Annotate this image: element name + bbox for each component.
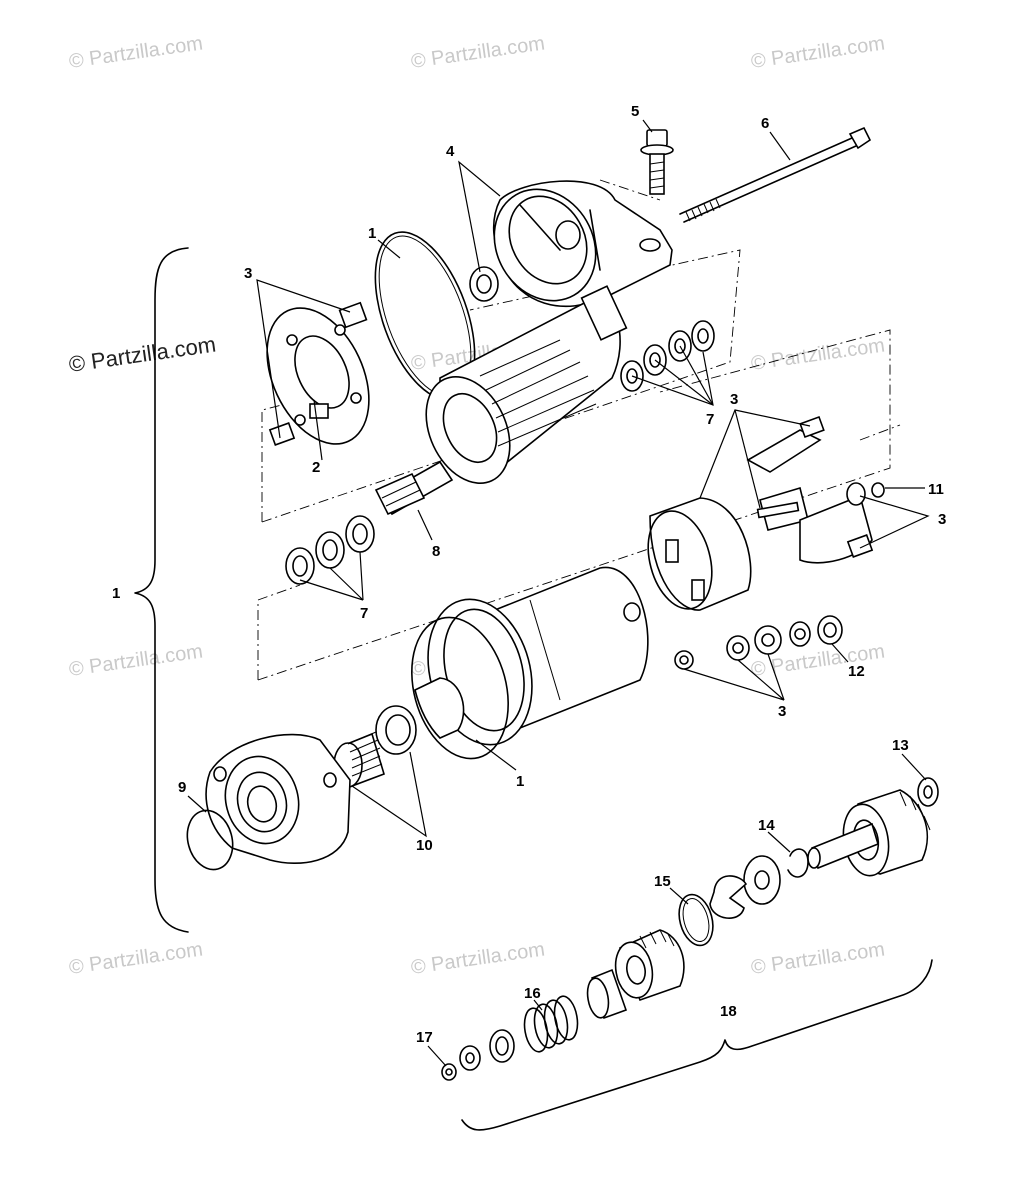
callout-3: 3 bbox=[938, 511, 946, 528]
watermark: © Partzilla.com bbox=[750, 938, 887, 979]
callout-1: 1 bbox=[368, 225, 376, 242]
leader-lines bbox=[187, 119, 930, 1067]
callout-2: 2 bbox=[312, 459, 320, 476]
callout-11: 11 bbox=[928, 481, 944, 498]
armature-part-8 bbox=[374, 285, 628, 516]
lock-plate bbox=[414, 677, 465, 739]
callout-7: 7 bbox=[360, 605, 368, 622]
callout-17: 17 bbox=[416, 1029, 433, 1046]
callout-3: 3 bbox=[778, 703, 786, 720]
callout-3: 3 bbox=[244, 265, 252, 282]
callout-1: 1 bbox=[112, 585, 120, 602]
watermark-dark: © Partzilla.com bbox=[67, 332, 217, 377]
brush-plate-part-2 bbox=[266, 301, 370, 446]
callout-12: 12 bbox=[848, 663, 865, 680]
callout-13: 13 bbox=[892, 737, 909, 754]
callout-labels: 5 6 4 1 3 2 7 3 11 3 8 7 1 12 3 1 9 10 1… bbox=[112, 103, 946, 1046]
callout-4: 4 bbox=[446, 143, 455, 160]
brush-holder-part-3 bbox=[647, 415, 874, 611]
watermark: © Partzilla.com bbox=[750, 334, 887, 375]
rear-cover-part-4 bbox=[492, 180, 673, 308]
watermark: © Partzilla.com bbox=[410, 32, 547, 73]
callout-3: 3 bbox=[730, 391, 738, 408]
circlip-part-17 bbox=[441, 1063, 457, 1081]
bolt-part-5 bbox=[640, 129, 674, 195]
watermark: © Partzilla.com bbox=[750, 32, 887, 73]
bearings-part-10 bbox=[333, 705, 417, 788]
through-bolt-part-6 bbox=[679, 126, 872, 223]
nut-part-12 bbox=[817, 615, 843, 645]
sleeve bbox=[586, 968, 628, 1020]
spring-part-16 bbox=[523, 995, 579, 1053]
pinion-gear-part-13 bbox=[807, 789, 931, 877]
watermark: © Partzilla.com bbox=[68, 640, 205, 681]
callout-14: 14 bbox=[758, 817, 775, 834]
callout-9: 9 bbox=[178, 779, 186, 796]
callout-16: 16 bbox=[524, 985, 541, 1002]
spring-seat bbox=[489, 1029, 515, 1063]
washer-part-13 bbox=[917, 777, 939, 807]
washers-part-7-left bbox=[285, 515, 375, 585]
callout-6: 6 bbox=[761, 115, 769, 132]
assembly-brace-bottom bbox=[461, 959, 933, 1131]
washer-bottom bbox=[459, 1045, 481, 1071]
callout-5: 5 bbox=[631, 103, 639, 120]
front-housing bbox=[205, 733, 351, 865]
callout-7: 7 bbox=[706, 411, 714, 428]
callout-18: 18 bbox=[720, 1003, 737, 1020]
o-ring-part-9 bbox=[186, 809, 234, 871]
watermark: © Partzilla.com bbox=[410, 938, 547, 979]
callout-10: 10 bbox=[416, 837, 433, 854]
callout-1: 1 bbox=[516, 773, 524, 790]
washers-part-7-top bbox=[620, 320, 715, 392]
overrunning-clutch bbox=[614, 929, 685, 1002]
callout-8: 8 bbox=[432, 543, 440, 560]
assembly-brace-left bbox=[134, 247, 189, 933]
split-collar bbox=[709, 875, 748, 919]
washer-part-11 bbox=[871, 482, 885, 498]
callout-15: 15 bbox=[654, 873, 671, 890]
circlip-part-14 bbox=[787, 848, 809, 878]
watermark: © Partzilla.com bbox=[68, 32, 205, 73]
snap-ring-part-15 bbox=[678, 893, 714, 947]
thrust-washer bbox=[743, 855, 781, 905]
watermark: © Partzilla.com bbox=[68, 938, 205, 979]
o-ring-part-1-mid bbox=[411, 616, 509, 760]
bushing-part-4 bbox=[469, 266, 499, 302]
